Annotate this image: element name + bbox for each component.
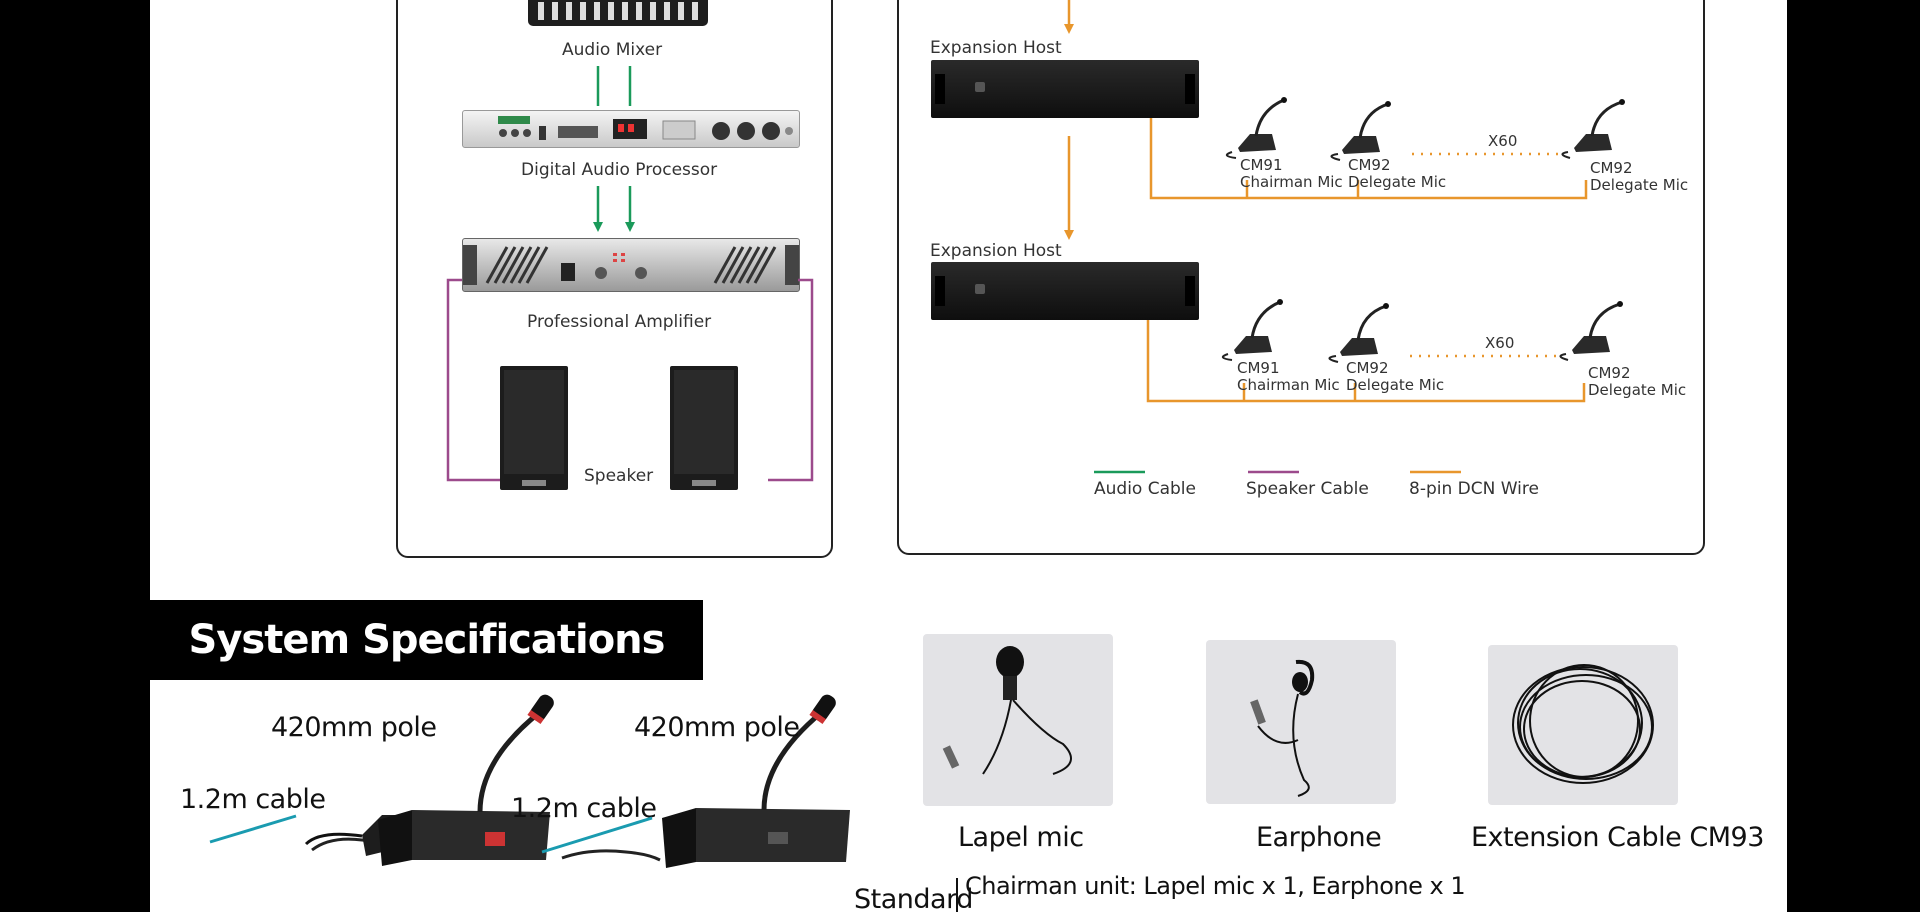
- expansion-host-image-2: [931, 262, 1199, 320]
- cm91-model: CM91: [1240, 156, 1283, 174]
- expansion-host-label-1: Expansion Host: [930, 38, 1062, 58]
- delegate-pole-label: 420mm pole: [634, 712, 800, 743]
- expansion-host-label-2: Expansion Host: [930, 241, 1062, 261]
- speaker-cables: [446, 278, 814, 482]
- cm91-role: Chairman Mic: [1237, 376, 1340, 394]
- expansion-host-image-1: [931, 60, 1199, 118]
- delegate-mic-image: [561, 694, 850, 868]
- cm92-model: CM92: [1346, 359, 1389, 377]
- digital-audio-processor-label: Digital Audio Processor: [521, 160, 718, 180]
- cm92-role: Delegate Mic: [1346, 376, 1445, 394]
- cm91-model: CM91: [1237, 359, 1280, 377]
- page: Audio Mixer Digital Audio Processor: [150, 0, 1787, 912]
- earphone-label: Earphone: [1256, 822, 1382, 853]
- cm92-label-1a: CM92 Delegate Mic: [1348, 157, 1446, 191]
- extension-cable-image: [1488, 645, 1678, 805]
- cm92-label-2b: CM92 Delegate Mic: [1588, 365, 1686, 399]
- x60-label-2: X60: [1485, 334, 1515, 352]
- standard-label: Standard: [854, 884, 973, 912]
- audio-mixer-image: [528, 0, 708, 26]
- extension-cable-label: Extension Cable CM93: [1471, 822, 1764, 853]
- cm92-model: CM92: [1348, 156, 1391, 174]
- legend-dcn-wire: 8-pin DCN Wire: [1409, 479, 1539, 499]
- cm92-model: CM92: [1590, 159, 1633, 177]
- mic-units-row-2: [1221, 299, 1623, 363]
- chairman-pole-label: 420mm pole: [271, 712, 437, 743]
- cm91-role: Chairman Mic: [1240, 173, 1343, 191]
- lapel-mic-label: Lapel mic: [958, 822, 1084, 853]
- cm92-label-2a: CM92 Delegate Mic: [1346, 360, 1444, 394]
- standard-line-1: Chairman unit: Lapel mic x 1, Earphone x…: [965, 872, 1466, 900]
- professional-amplifier-image: [462, 238, 800, 292]
- conference-system-panel: [897, 0, 1705, 555]
- professional-amplifier-label: Professional Amplifier: [527, 312, 712, 332]
- lapel-mic-image: [923, 634, 1113, 806]
- x60-label-1: X60: [1488, 132, 1518, 150]
- chairman-cable-label: 1.2m cable: [180, 784, 326, 815]
- cm92-role: Delegate Mic: [1590, 176, 1689, 194]
- chairman-mic-image: [304, 694, 554, 866]
- cm91-label-2: CM91 Chairman Mic: [1237, 360, 1340, 394]
- cm92-model: CM92: [1588, 364, 1631, 382]
- specs-title: System Specifications: [150, 600, 703, 680]
- standard-divider: [956, 878, 958, 912]
- audio-cables: [593, 66, 635, 232]
- audio-mixer-label: Audio Mixer: [562, 40, 663, 60]
- speaker-left-image: [500, 366, 568, 490]
- legend-speaker-cable: Speaker Cable: [1246, 479, 1369, 499]
- audio-system-panel: [396, 0, 833, 558]
- legend-swatches: [1094, 470, 1461, 474]
- mic-units-row-1: [1225, 97, 1625, 161]
- dcn-wires: [1064, 0, 1588, 403]
- legend-audio-cable: Audio Cable: [1094, 479, 1196, 499]
- cm92-role: Delegate Mic: [1588, 381, 1687, 399]
- cm92-role: Delegate Mic: [1348, 173, 1447, 191]
- cm92-label-1b: CM92 Delegate Mic: [1590, 160, 1688, 194]
- digital-audio-processor-image: [462, 110, 800, 148]
- speaker-right-image: [670, 366, 738, 490]
- delegate-cable-label: 1.2m cable: [511, 793, 657, 824]
- earphone-image: [1206, 640, 1396, 804]
- cm91-label-1: CM91 Chairman Mic: [1240, 157, 1343, 191]
- speaker-label: Speaker: [584, 466, 654, 486]
- delegate-cable-indicator: [541, 816, 653, 854]
- chairman-cable-indicator: [209, 814, 297, 844]
